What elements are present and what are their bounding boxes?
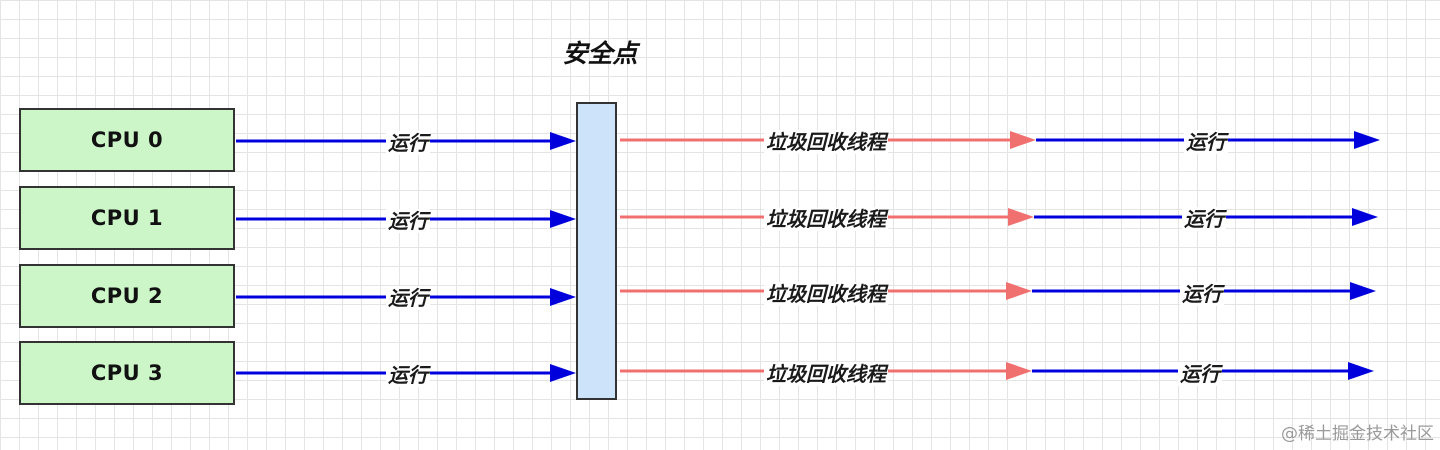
run-label-row-1: 运行 xyxy=(386,209,430,233)
cpu-0-box: CPU 0 xyxy=(19,108,235,172)
run-after-label-row-1: 运行 xyxy=(1182,207,1226,231)
cpu-1-box: CPU 1 xyxy=(19,186,235,250)
gc-label-row-2: 垃圾回收线程 xyxy=(764,282,888,306)
cpu-2-box: CPU 2 xyxy=(19,264,235,328)
run-after-label-row-3: 运行 xyxy=(1178,362,1222,386)
run-label-row-3: 运行 xyxy=(386,363,430,387)
run-after-label-row-0: 运行 xyxy=(1184,130,1228,154)
watermark: @稀土掘金技术社区 xyxy=(1281,424,1434,444)
run-after-label-row-2: 运行 xyxy=(1180,282,1224,306)
run-label-row-2: 运行 xyxy=(386,286,430,310)
gc-label-row-0: 垃圾回收线程 xyxy=(764,130,888,154)
gc-label-row-3: 垃圾回收线程 xyxy=(764,362,888,386)
safepoint-bar xyxy=(576,102,617,400)
safepoint-title: 安全点 xyxy=(562,39,638,68)
run-label-row-0: 运行 xyxy=(386,131,430,155)
gc-label-row-1: 垃圾回收线程 xyxy=(764,207,888,231)
cpu-3-box: CPU 3 xyxy=(19,341,235,405)
